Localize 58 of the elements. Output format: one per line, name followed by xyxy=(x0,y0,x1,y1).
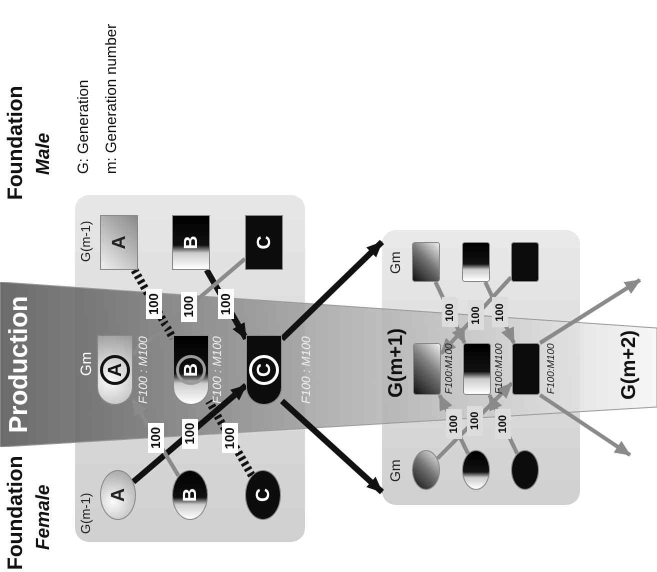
generation-label: G(m+2) xyxy=(618,330,640,400)
rounded-node: A xyxy=(97,335,133,405)
heading: Foundation xyxy=(4,456,28,570)
generation-label: G(m-1) xyxy=(79,220,94,262)
generation-label: G(m+1) xyxy=(385,327,407,400)
generation-label: Gm xyxy=(388,251,404,274)
square-node xyxy=(412,242,440,282)
arrow xyxy=(538,393,632,457)
connector-line xyxy=(131,268,176,340)
connector-line xyxy=(206,399,256,478)
ratio-label: F100 : M100 xyxy=(137,335,150,406)
oval-node xyxy=(462,450,490,490)
rounded-node: C xyxy=(246,335,282,405)
heading: Foundation xyxy=(4,86,28,200)
square-node xyxy=(462,242,490,282)
rounded-node: B xyxy=(173,335,209,405)
note: m: Generation number xyxy=(104,24,120,174)
square-node: A xyxy=(100,215,138,270)
square-node: C xyxy=(245,215,283,270)
oval-node: C xyxy=(245,470,281,520)
arrow xyxy=(280,398,384,494)
oval-node: A xyxy=(100,470,136,520)
ratio-label: F100:M100 xyxy=(546,344,557,394)
edge-label: 100 xyxy=(182,418,198,449)
note: G: Generation xyxy=(76,80,92,174)
arrow xyxy=(131,383,248,484)
oval-node xyxy=(511,450,539,490)
oval-node xyxy=(412,450,440,490)
arrow xyxy=(538,278,642,345)
square-node: B xyxy=(172,215,210,270)
oval-node: B xyxy=(172,470,208,520)
subheading: Male xyxy=(34,132,55,175)
square-node xyxy=(511,242,539,282)
generation-label: Gm xyxy=(79,352,96,376)
generation-label: G(m-1) xyxy=(79,492,94,534)
ratio-label: F100 : M100 xyxy=(300,335,314,406)
rounded-node xyxy=(512,343,540,395)
edge-label: 100 xyxy=(442,298,458,328)
edge-label: 100 xyxy=(218,289,234,320)
edge-label: 100 xyxy=(466,406,483,436)
edge-label: 100 xyxy=(181,292,197,322)
arrow xyxy=(280,240,384,342)
edge-label: 100 xyxy=(222,423,238,454)
rounded-node xyxy=(413,343,441,395)
edge-label: 100 xyxy=(495,409,512,440)
ratio-label: F100:M100 xyxy=(494,344,505,394)
edge-label: 100 xyxy=(146,289,162,320)
edge-label: 100 xyxy=(468,300,484,330)
subheading: Female xyxy=(34,484,55,550)
edge-label: 100 xyxy=(492,298,508,328)
ratio-label: F100 : M100 xyxy=(211,335,224,406)
band-title: Production xyxy=(4,294,33,436)
arrow xyxy=(132,257,246,356)
edge-label: 100 xyxy=(148,422,164,453)
rounded-node xyxy=(463,343,491,395)
generation-label: Gm xyxy=(388,459,404,482)
edge-label: 100 xyxy=(446,409,462,440)
ratio-label: F100:M100 xyxy=(444,344,455,394)
